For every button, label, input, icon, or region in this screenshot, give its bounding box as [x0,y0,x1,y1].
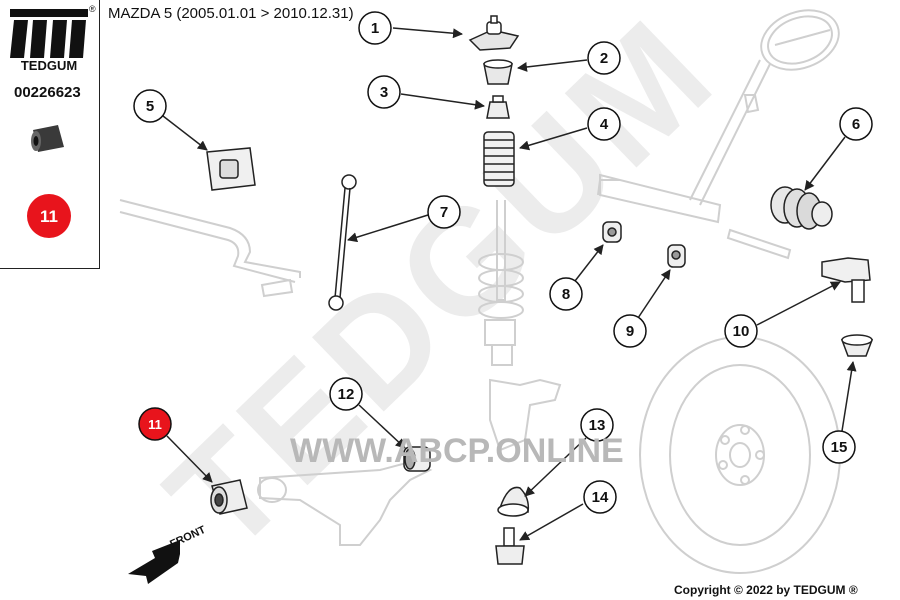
callout-label-4: 4 [600,116,609,133]
callout-label-3: 3 [380,84,388,101]
parts [206,15,874,565]
callout-label-8: 8 [562,286,570,303]
callout-9[interactable]: 9 [613,269,671,348]
ball-joint-part [495,527,525,565]
shock-bushing-part [602,221,622,243]
rack-bushing-part [667,244,686,268]
tie-rod-end-part [821,257,871,303]
background-assembly [119,9,841,574]
selected-part-number: 11 [40,207,58,226]
callout-5[interactable]: 5 [133,89,208,151]
callout-10[interactable]: 10 [724,281,841,348]
registered-mark: ® [89,4,96,14]
callout-2[interactable]: 2 [517,41,621,75]
vehicle-title: MAZDA 5 (2005.01.01 > 2010.12.31) [108,5,354,22]
stabilizer-bushing-part [206,147,256,191]
front-label: FRONT [168,524,208,551]
part-thumbnail [31,125,64,152]
callout-3[interactable]: 3 [367,75,485,110]
callout-14[interactable]: 14 [519,480,617,541]
callout-label-9: 9 [626,323,634,340]
callout-1[interactable]: 1 [358,11,463,45]
copyright-notice: Copyright © 2022 by TEDGUM ® [674,583,858,597]
control-arm-bushing-part [210,479,248,515]
callout-label-11: 11 [148,417,162,432]
steering-boot-part [770,186,833,230]
callout-label-10: 10 [733,323,750,340]
ball-joint-boot-part [497,486,530,517]
callout-label-1: 1 [371,20,379,37]
front-direction-arrow: FRONT [128,524,208,584]
bump-stop-part [486,101,510,119]
callout-7[interactable]: 7 [347,195,461,243]
strut-mount-part [468,15,520,51]
callout-8[interactable]: 8 [549,244,604,311]
tie-rod-boot-part [840,334,874,357]
callout-12[interactable]: 12 [329,377,406,449]
watermark-site-text: WWW.ABCP.ONLINE [290,432,624,470]
callout-label-5: 5 [146,98,154,115]
selected-part-badge[interactable]: 11 [27,194,71,238]
callout-label-12: 12 [338,386,355,403]
callout-label-14: 14 [592,489,609,506]
rear-bushing-part [403,446,431,472]
callout-6[interactable]: 6 [804,107,873,191]
callout-label-13: 13 [589,417,606,434]
callout-11[interactable]: 11 [138,407,213,483]
callout-label-7: 7 [440,204,448,221]
dust-boot-part [483,131,515,187]
callout-label-6: 6 [852,116,860,133]
callout-label-2: 2 [600,50,608,67]
part-number: 00226623 [14,84,81,101]
stabilizer-link-part [328,174,357,311]
callout-4[interactable]: 4 [519,107,621,151]
callout-15[interactable]: 15 [822,361,857,464]
callout-13[interactable]: 13 [524,408,614,497]
panel-graphics: TEDGUM ® 11 [10,4,96,238]
brand-logo-text: TEDGUM [21,58,77,73]
part-info-panel: TEDGUM ® 11 00226623 [0,0,100,269]
callouts: 1 2 3 4 5 6 7 [133,11,873,541]
callout-label-15: 15 [831,439,848,456]
brand-logo: TEDGUM ® [10,4,96,73]
